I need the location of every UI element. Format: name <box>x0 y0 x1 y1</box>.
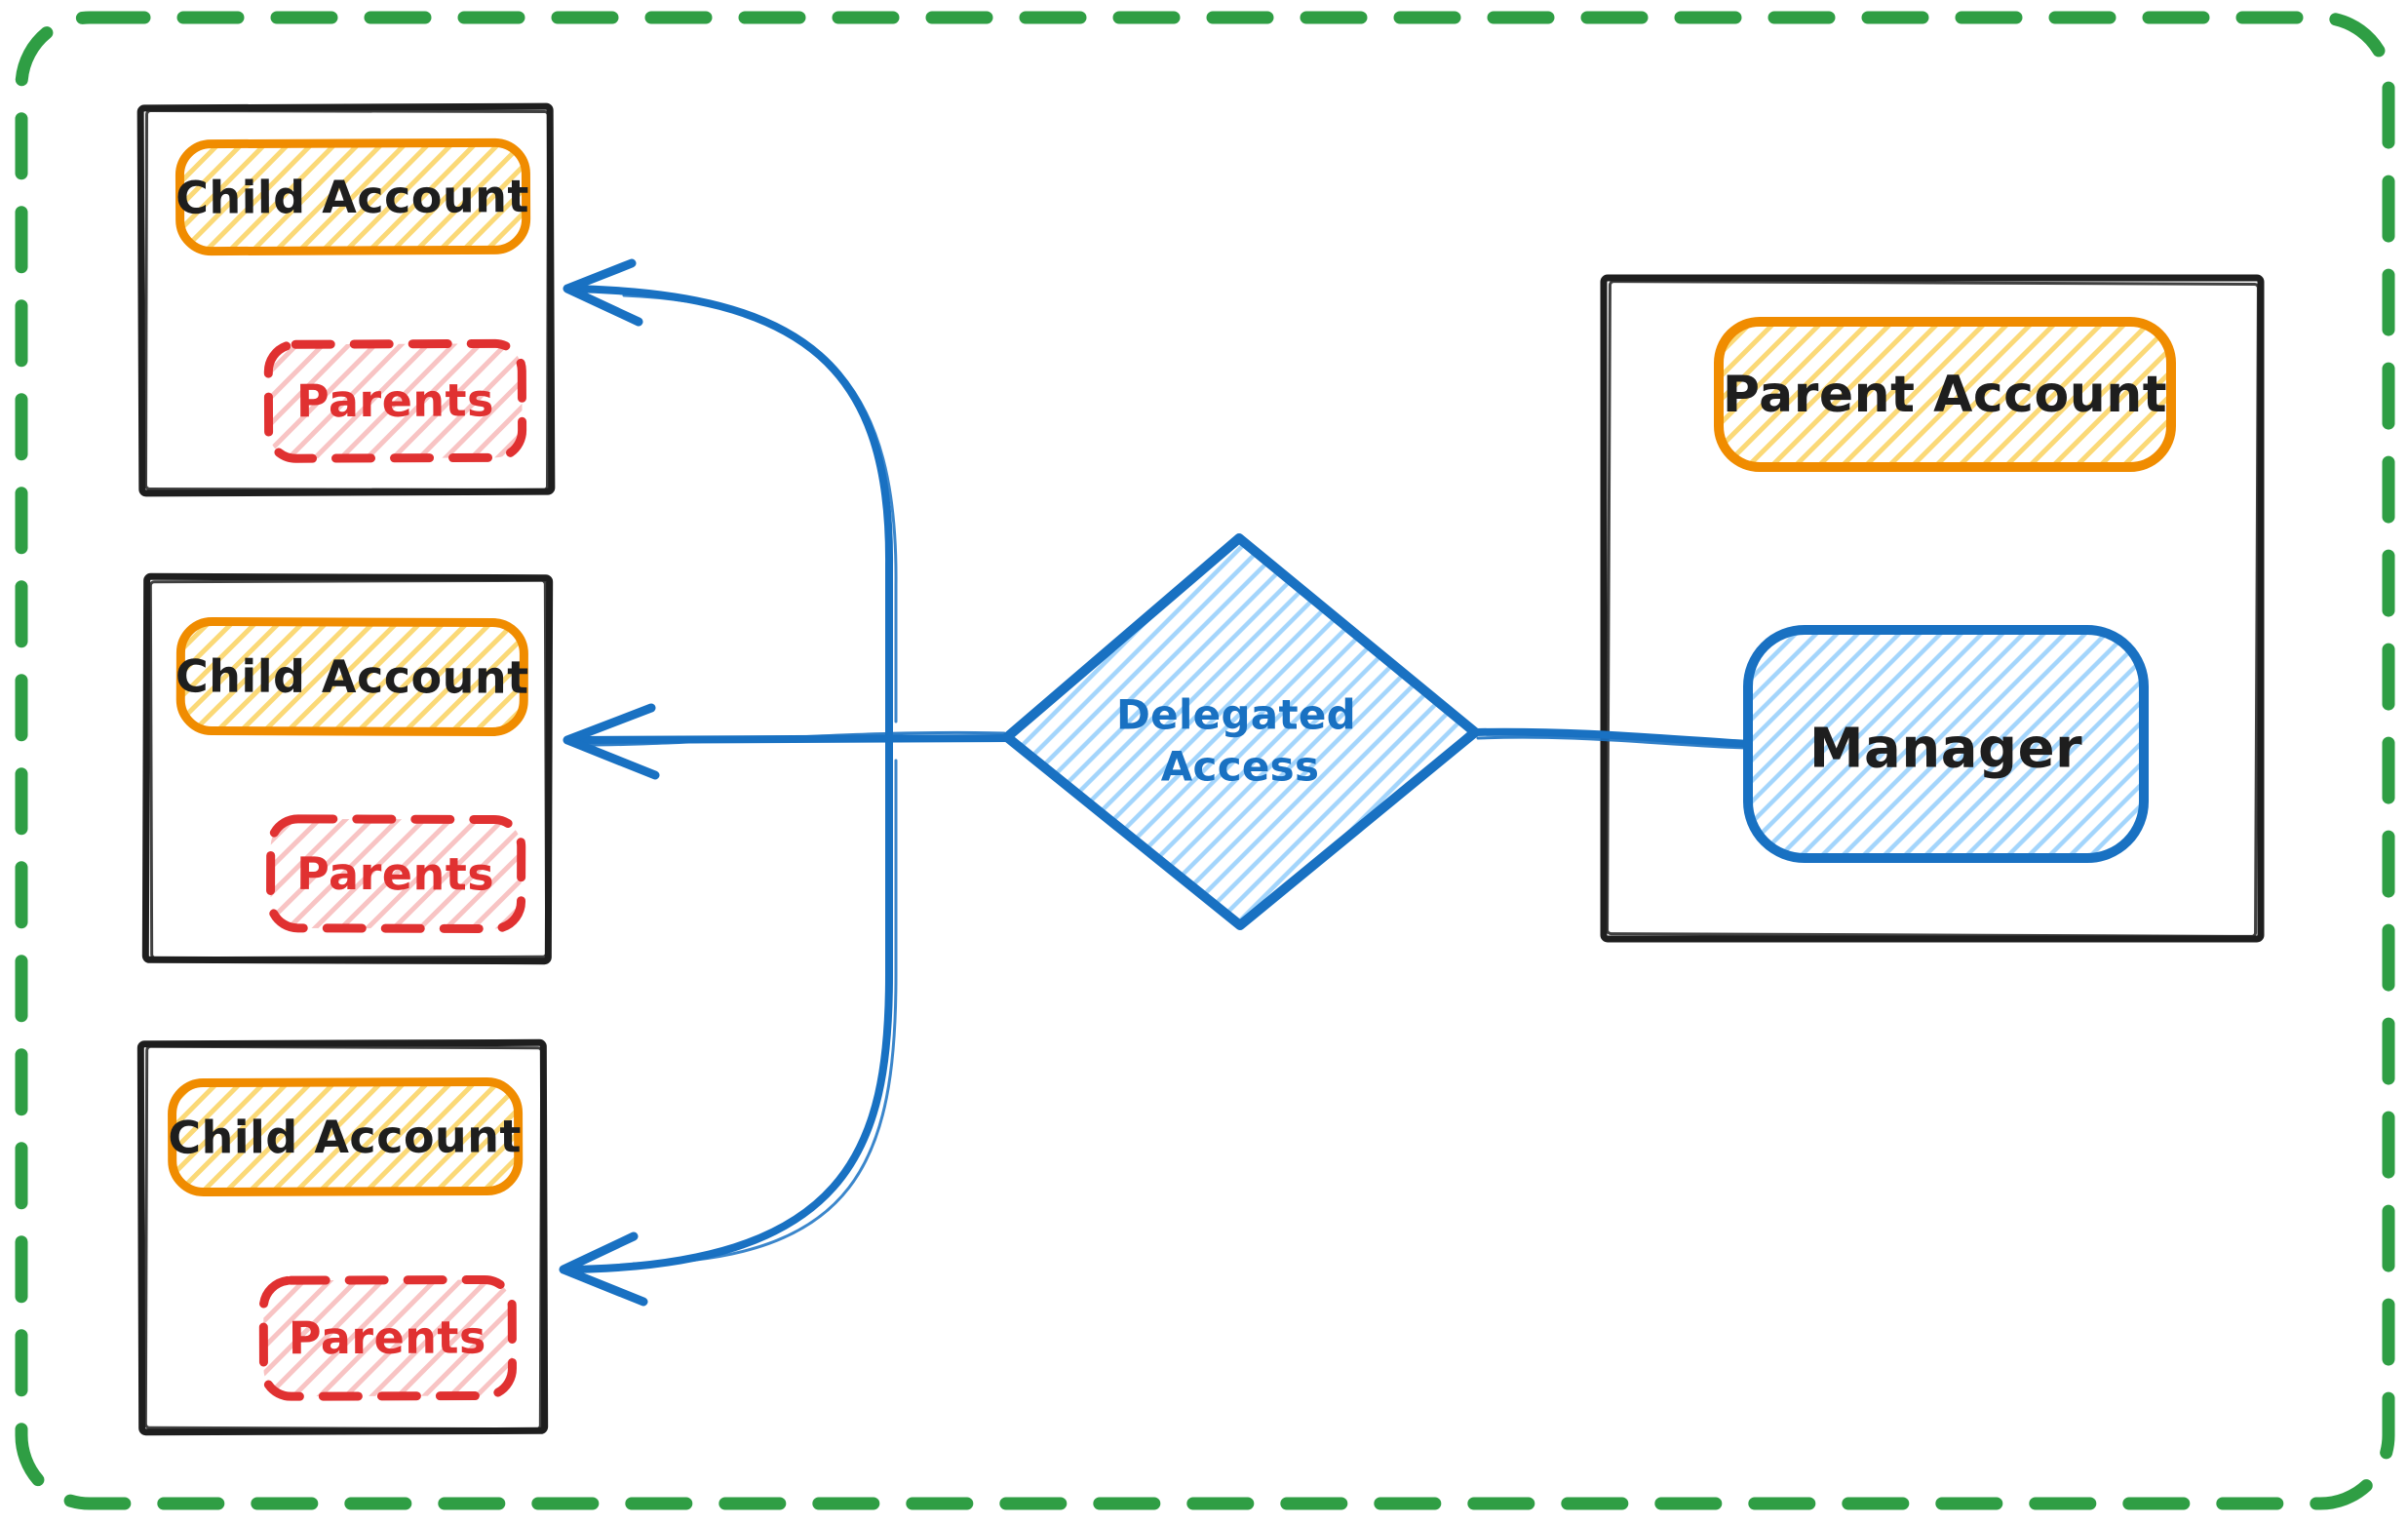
child-account-3-title: Child Account <box>168 1110 522 1163</box>
child-account-1-title: Child Account <box>175 170 529 224</box>
child-account-1-title-pill[interactable] <box>175 137 531 256</box>
arrow-to-child-2-arrowhead <box>563 703 660 780</box>
arrow-to-child-1-arrowhead <box>563 258 643 327</box>
connector-manager-sketch-stroke <box>1476 735 1748 750</box>
connector-manager-to-diamond[interactable] <box>1471 727 1752 750</box>
parent-account-sketch-stroke <box>1606 280 2260 938</box>
child-account-box-1[interactable]: Child Account Parents <box>136 102 556 497</box>
delegated-access-shape[interactable] <box>1002 533 1480 930</box>
parents-badge-1[interactable] <box>263 338 527 463</box>
child-account-2-title-pill[interactable] <box>175 617 528 737</box>
child-account-box-3[interactable]: Child Account Parents <box>136 1038 549 1436</box>
parents-badge-2-label: Parents <box>296 847 494 901</box>
child-account-2-sketch-stroke <box>148 578 549 960</box>
arrow-to-child-1[interactable] <box>563 258 898 742</box>
arrow-to-child-2-sketch-stroke <box>573 730 1006 747</box>
arrow-to-child-3-sketch-stroke <box>632 759 898 1266</box>
parent-account-title: Parent Account <box>1723 366 2167 424</box>
parent-account-box[interactable]: Parent Account Manager <box>1600 274 2265 943</box>
child-account-box-2[interactable]: Child Account Parents <box>141 572 554 965</box>
arrow-to-child-3-arrowhead <box>559 1231 648 1307</box>
parents-badge-3-label: Parents <box>289 1310 486 1364</box>
child-account-3-sketch-stroke <box>143 1044 544 1431</box>
manager-label: Manager <box>1809 718 2082 781</box>
delegated-access-diamond[interactable]: Delegated Access <box>1002 533 1480 930</box>
parents-badge-1-label: Parents <box>296 373 494 427</box>
arrow-to-child-2[interactable] <box>563 703 1013 780</box>
arrow-to-child-1-sketch-stroke <box>622 293 898 723</box>
canvas-dashed-border[interactable] <box>15 11 2395 1510</box>
child-account-1-sketch-stroke <box>144 108 551 492</box>
delegated-access-label-line2: Access <box>1161 743 1320 791</box>
child-account-3-title-pill[interactable] <box>168 1076 524 1196</box>
arrow-to-child-3[interactable] <box>559 737 898 1307</box>
parents-badge-3[interactable] <box>258 1274 517 1401</box>
parents-badge-2[interactable] <box>266 814 526 934</box>
child-account-2-title: Child Account <box>175 649 529 703</box>
parent-account-title-pill[interactable] <box>1714 317 2176 472</box>
delegated-access-label-line1: Delegated <box>1116 691 1356 739</box>
